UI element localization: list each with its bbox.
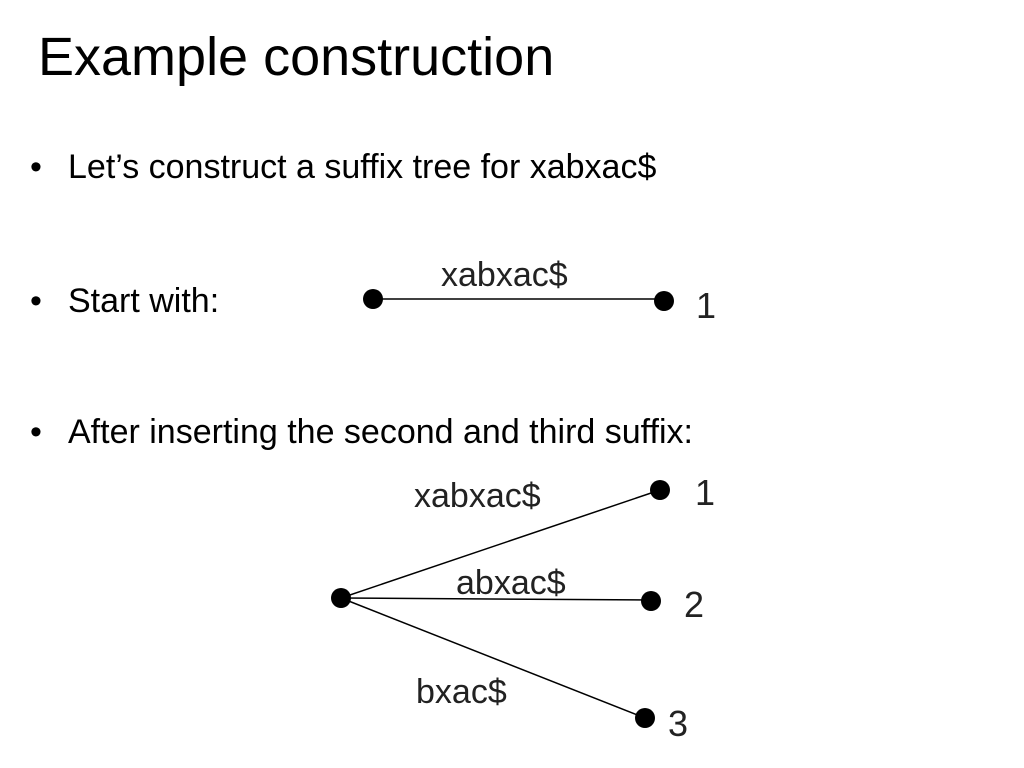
leaf-label-3: 3 bbox=[668, 703, 688, 744]
leaf-node-2 bbox=[641, 591, 661, 611]
bullet-3: • After inserting the second and third su… bbox=[30, 412, 693, 453]
initial-root-node bbox=[363, 289, 383, 309]
slide-title: Example construction bbox=[38, 27, 555, 87]
bullet-1-text: Let’s construct a suffix tree for xabxac… bbox=[68, 148, 657, 186]
bullet-marker: • bbox=[30, 413, 42, 451]
bullet-1: • Let’s construct a suffix tree for xabxa… bbox=[30, 147, 656, 188]
edge-label-abxac: abxac$ bbox=[456, 564, 566, 602]
bullet-marker: • bbox=[30, 148, 42, 186]
edge-abxac bbox=[340, 597, 652, 601]
leaf-label-2: 2 bbox=[684, 584, 704, 625]
initial-tree: xabxac$ 1 bbox=[363, 256, 716, 326]
initial-leaf-label: 1 bbox=[696, 285, 716, 326]
after-tree: xabxac$ abxac$ bxac$ 1 2 3 bbox=[331, 472, 715, 744]
leaf-label-1: 1 bbox=[695, 472, 715, 513]
leaf-node-1 bbox=[650, 480, 670, 500]
initial-leaf-node bbox=[654, 291, 674, 311]
bullet-marker: • bbox=[30, 282, 42, 320]
leaf-node-3 bbox=[635, 708, 655, 728]
initial-edge-label: xabxac$ bbox=[441, 256, 568, 294]
bullet-2-text: Start with: bbox=[68, 282, 220, 320]
bullet-2: • Start with: bbox=[30, 281, 219, 322]
root-node bbox=[331, 588, 351, 608]
edge-label-xabxac: xabxac$ bbox=[414, 477, 541, 515]
edge-xabxac bbox=[340, 489, 661, 599]
edge-bxac bbox=[340, 597, 646, 719]
edge-label-bxac: bxac$ bbox=[416, 673, 507, 711]
bullet-3-text: After inserting the second and third suf… bbox=[68, 413, 693, 451]
